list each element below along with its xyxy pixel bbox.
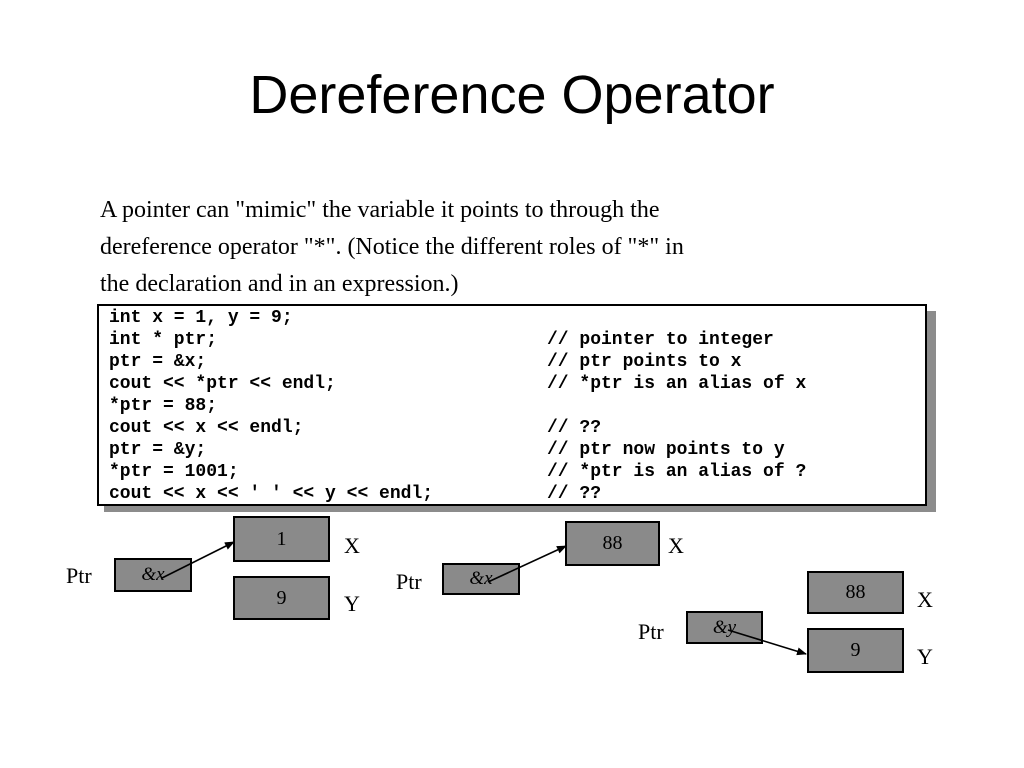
code-text: cout << x << endl;	[109, 418, 304, 438]
code-comment: // *ptr is an alias of ?	[547, 462, 807, 482]
code-text: ptr = &y;	[109, 440, 207, 460]
code-text: *ptr = 88;	[109, 396, 218, 416]
intro-paragraph: A pointer can "mimic" the variable it po…	[100, 192, 920, 303]
code-line: *ptr = 88;	[109, 395, 217, 417]
x-label: X	[668, 533, 684, 558]
code-text: cout << x << ' ' << y << endl;	[109, 484, 434, 504]
x-cell: 88	[565, 521, 660, 566]
x-label: X	[344, 533, 360, 558]
intro-line: the declaration and in an expression.)	[100, 271, 459, 297]
intro-line: dereference operator "*". (Notice the di…	[100, 234, 684, 260]
x-label: X	[917, 587, 933, 612]
ptr-cell: &y	[686, 611, 763, 644]
code-line: ptr = &y; // ptr now points to y	[109, 439, 785, 461]
ptr-label: Ptr	[638, 619, 664, 644]
code-comment: // pointer to integer	[547, 330, 774, 350]
y-cell: 9	[233, 576, 330, 620]
code-line: cout << x << ' ' << y << endl; // ??	[109, 483, 601, 504]
slide-title: Dereference Operator	[249, 65, 775, 125]
code-line: int * ptr; // pointer to integer	[109, 329, 774, 351]
ptr-label: Ptr	[66, 563, 92, 588]
code-line: ptr = &x; // ptr points to x	[109, 351, 741, 373]
code-text: cout << *ptr << endl;	[109, 374, 336, 394]
code-comment: // ptr now points to y	[547, 440, 785, 460]
code-text: ptr = &x;	[109, 352, 207, 372]
code-text: *ptr = 1001;	[109, 462, 239, 482]
x-cell: 88	[807, 571, 904, 614]
code-comment: // ptr points to x	[547, 352, 742, 372]
y-label: Y	[344, 591, 360, 616]
ptr-cell: &x	[442, 563, 520, 595]
code-box: int x = 1, y = 9; int * ptr; // pointer t…	[97, 304, 927, 506]
x-cell: 1	[233, 516, 330, 562]
code-text: int * ptr;	[109, 330, 218, 350]
ptr-cell: &x	[114, 558, 192, 592]
code-line: *ptr = 1001; // *ptr is an alias of ?	[109, 461, 806, 483]
code-comment: // ??	[547, 418, 602, 438]
code-line: int x = 1, y = 9;	[109, 307, 293, 329]
code-comment: // ??	[547, 484, 602, 504]
y-cell: 9	[807, 628, 904, 673]
ptr-label: Ptr	[396, 569, 422, 594]
code-line: cout << *ptr << endl; // *ptr is an alias…	[109, 373, 806, 395]
code-comment: // *ptr is an alias of x	[547, 374, 807, 394]
y-label: Y	[917, 644, 933, 669]
code-line: cout << x << endl; // ??	[109, 417, 601, 439]
intro-line: A pointer can "mimic" the variable it po…	[100, 197, 660, 223]
code-text: int x = 1, y = 9;	[109, 308, 293, 328]
